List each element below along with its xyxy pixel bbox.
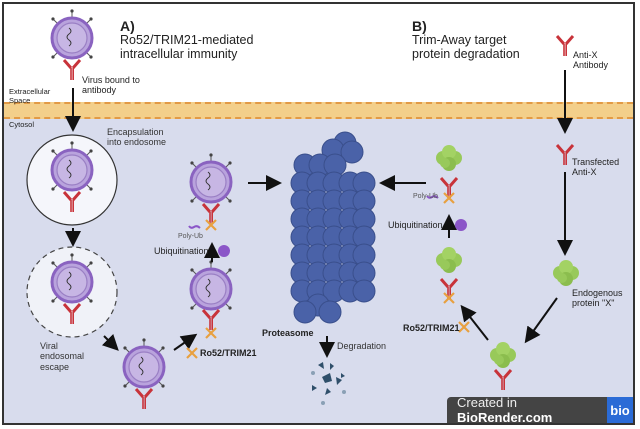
- panel-b-title: Trim-Away target protein degradation: [412, 33, 520, 62]
- proteasome-subunit: [340, 140, 364, 164]
- label-proteasome: Proteasome: [262, 328, 314, 338]
- label-cytosol: Cytosol: [9, 120, 35, 129]
- transfected-antibody: [555, 143, 575, 167]
- watermark-prefix: Created in: [457, 395, 517, 410]
- protein-x: [553, 260, 579, 286]
- label-ubiquitination-a: Ubiquitination: [154, 246, 209, 256]
- label-poly-ub-b: Poly-Ub: [413, 193, 438, 200]
- proteasome: [290, 131, 376, 324]
- label-virus-bound: Virus bound to antibody: [82, 75, 140, 96]
- label-encapsulation: Encapsulation into endosome: [107, 127, 167, 148]
- extracellular-region: [4, 4, 633, 102]
- label-ro52-a: Ro52/TRIM21: [200, 348, 257, 358]
- virus-free: [121, 336, 167, 390]
- arrow-to-trim21: [173, 333, 198, 351]
- diagram-frame: [2, 2, 635, 425]
- proteasome-subunit: [318, 300, 342, 324]
- label-anti-x-antibody: Anti-X Antibody: [573, 50, 609, 71]
- watermark-text: Created in BioRender.com: [447, 395, 607, 425]
- proteasome-subunit: [352, 279, 376, 303]
- biorender-watermark[interactable]: Created in BioRender.com bio: [447, 395, 633, 425]
- panel-a-heading: A): [120, 18, 135, 34]
- arrow-binding: [524, 297, 558, 344]
- protein-trim21-complex: [436, 247, 462, 273]
- label-poly-ub-a: Poly-Ub: [178, 233, 203, 240]
- label-ro52-b: Ro52/TRIM21: [403, 323, 460, 333]
- label-viral-escape: Viral endosomal escape: [40, 341, 85, 372]
- cell-membrane: [4, 102, 633, 119]
- label-endogenous: Endogenous protein "X": [572, 288, 623, 309]
- protein-antibody-complex: [490, 342, 516, 368]
- virus-bound-antibody: [49, 7, 95, 82]
- proteasome-subunit: [293, 300, 317, 324]
- label-transfected: Transfected Anti-X: [572, 157, 620, 178]
- peptide-fragments: [311, 362, 346, 405]
- virus-ubiquitinated: [188, 151, 234, 205]
- label-ubiquitination-b: Ubiquitination: [388, 220, 443, 230]
- arrow-trim21-b: [460, 304, 489, 341]
- arrow-escape: [101, 333, 119, 351]
- biorender-logo-icon: bio: [607, 397, 633, 423]
- protein-ubiquitinated: [436, 145, 462, 171]
- anti-x-antibody: [555, 34, 575, 58]
- panel-a-title: Ro52/TRIM21-mediated intracellular immun…: [120, 33, 254, 62]
- label-degradation: Degradation: [337, 341, 387, 351]
- label-extracellular: Extracellular Space: [9, 87, 51, 105]
- panel-b-heading: B): [412, 18, 427, 34]
- watermark-brand: BioRender.com: [457, 410, 553, 425]
- virus-trim21-bound: [188, 258, 234, 312]
